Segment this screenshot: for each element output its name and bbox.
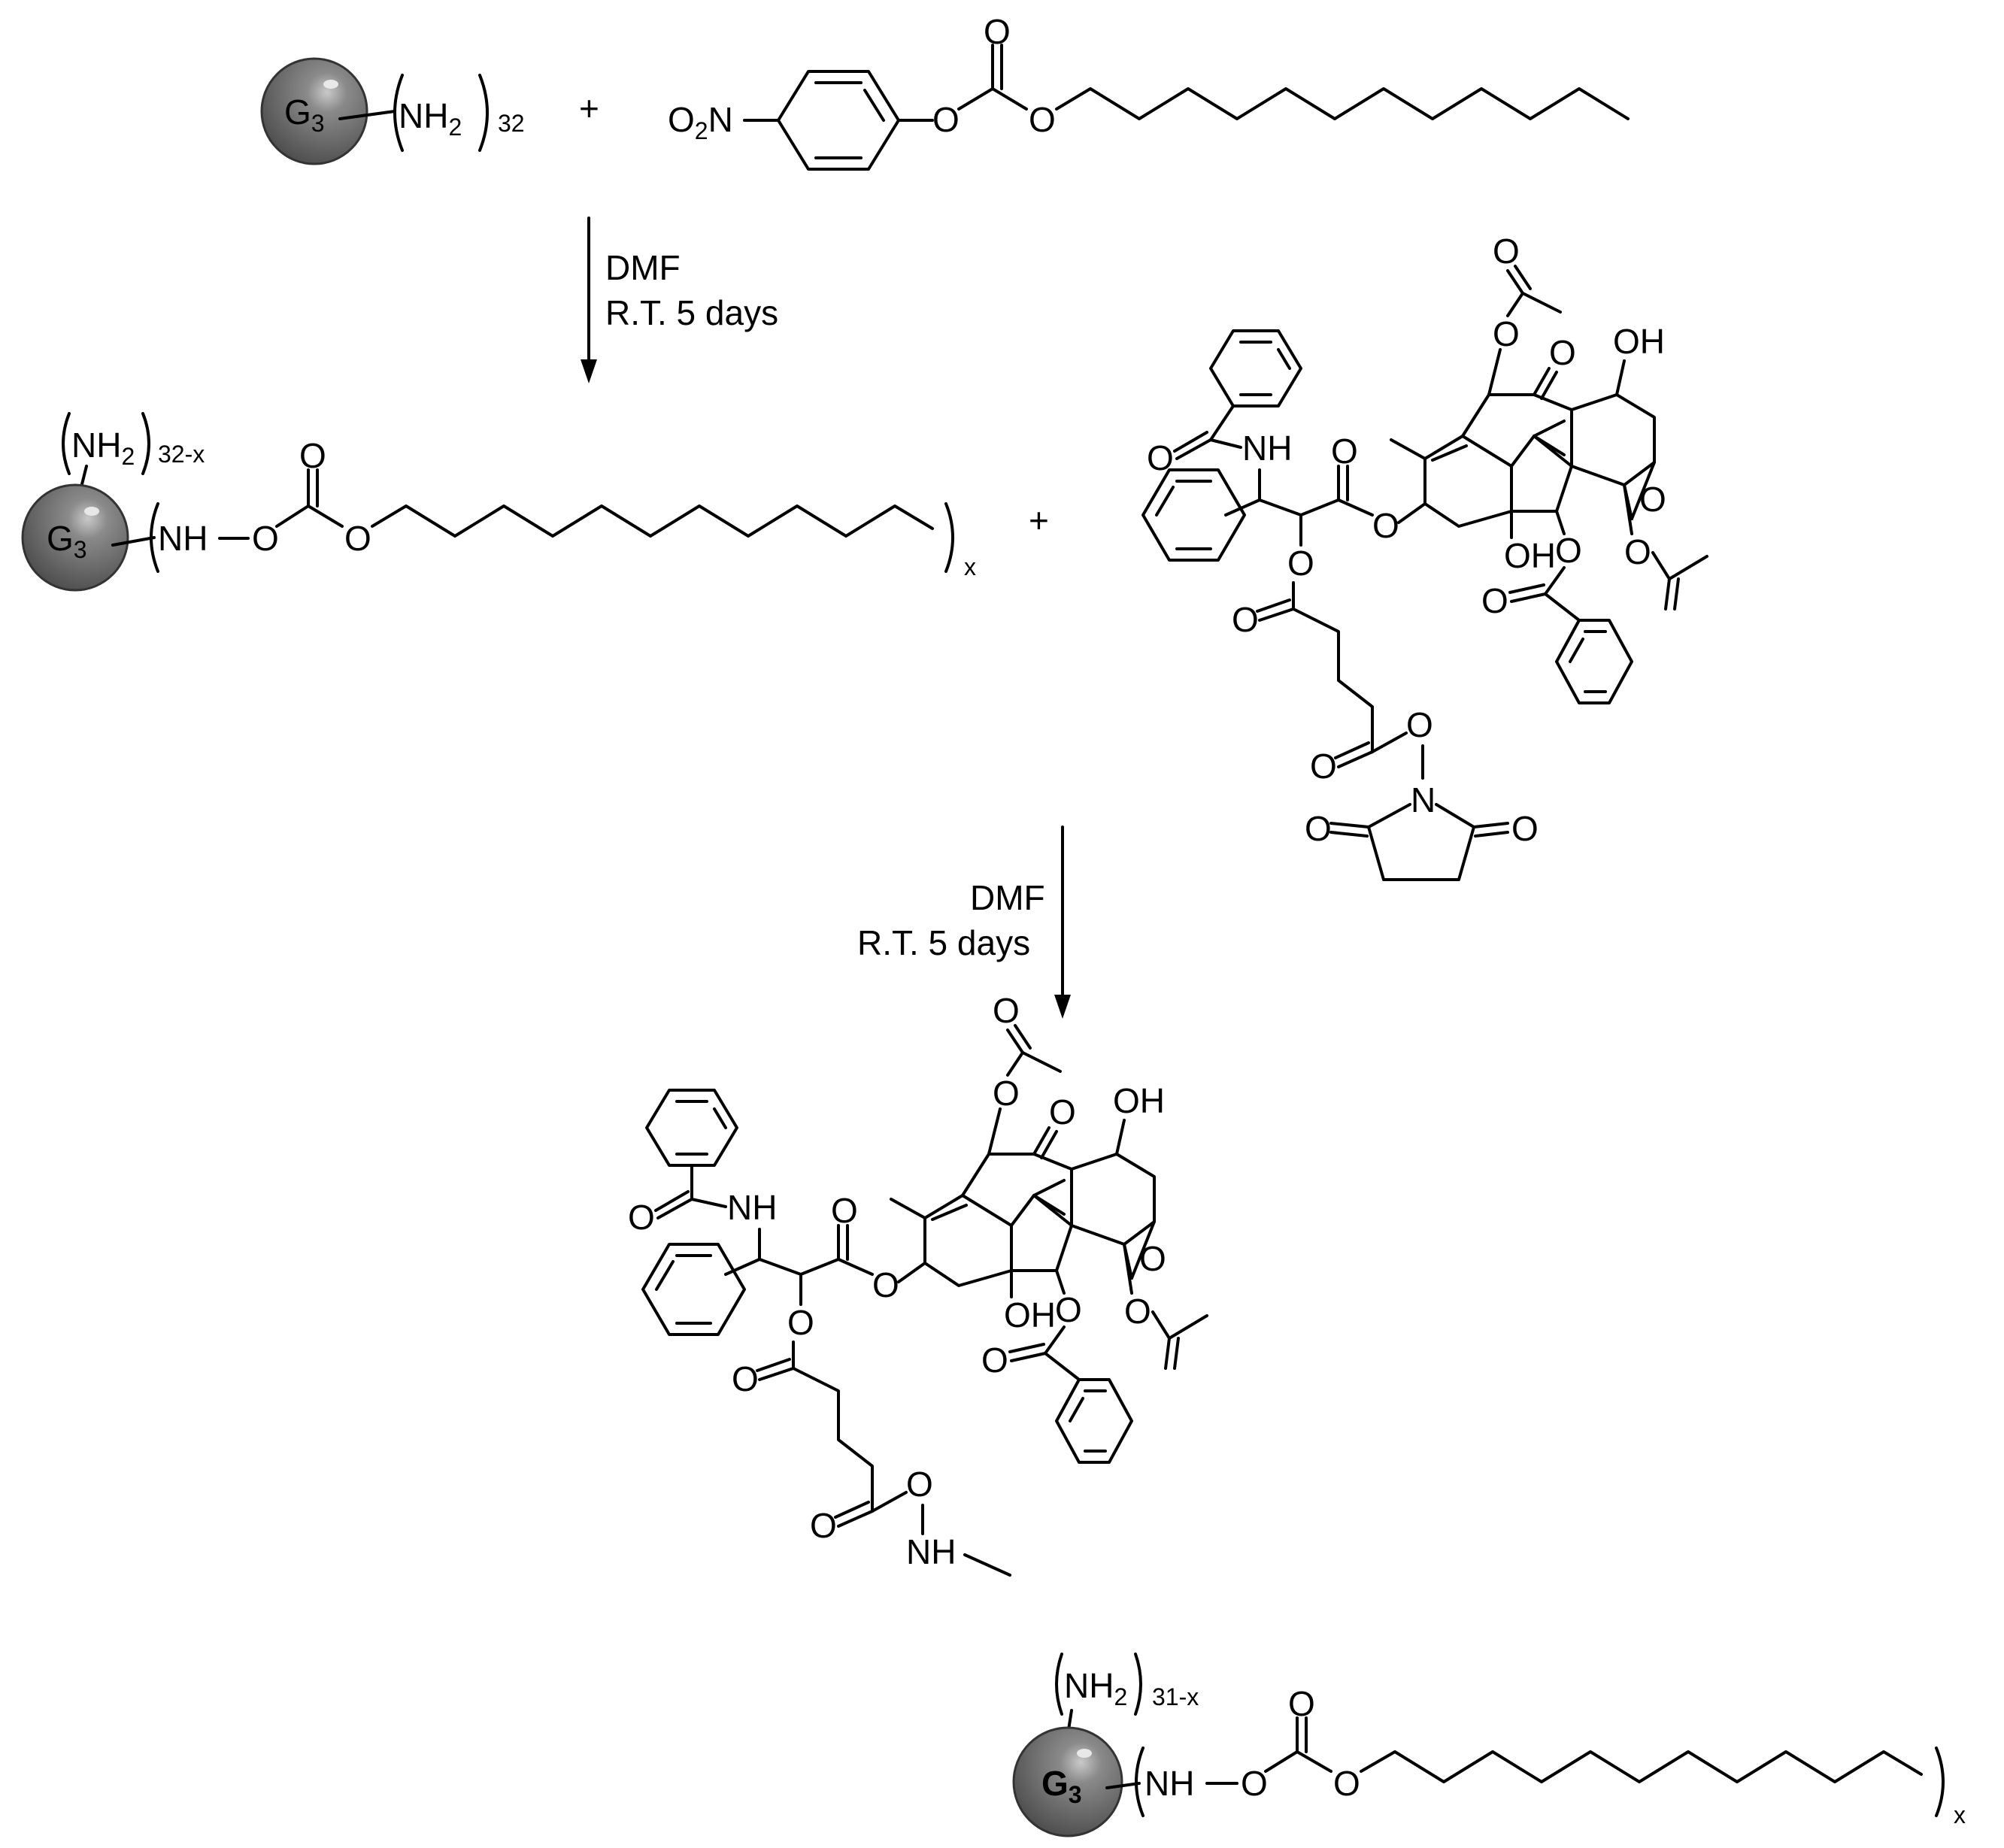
product-linker-o: O [906, 1465, 933, 1504]
dendrimer-sphere-icon [21, 483, 129, 592]
product-free-amine-label: NH2 [1064, 1666, 1127, 1710]
product-linker-carbonyl-o: O [810, 1506, 837, 1545]
product-c1-hydroxyl-label: OH [1004, 1295, 1056, 1334]
product-c9-ketone-o: O [1049, 1092, 1076, 1132]
intermediate-repeat-x: x [964, 553, 976, 580]
oxetane-o: O [1639, 480, 1666, 519]
product-c7-hydroxyl-label: OH [1113, 1081, 1165, 1120]
plus-sign-2: + [1029, 501, 1049, 540]
taxane-a-ring [1423, 435, 1513, 528]
product-side-chain-ester-o: O [787, 1303, 814, 1342]
intermediate-core-label: G3 [47, 519, 87, 563]
product-linker-nh-label: NH [906, 1532, 956, 1571]
product-repeat-x: x [1954, 1801, 1966, 1828]
product-benzoate-phenyl-ring [1055, 1378, 1133, 1464]
product-carbamate-o2: O [1333, 1764, 1360, 1803]
nhs-ester-o: O [1406, 705, 1433, 744]
c2-benzoate-o: O [1555, 531, 1582, 570]
carbamate-o2: O [344, 519, 371, 558]
amine-group-label: NH2 [399, 96, 462, 141]
conditions-label-2: R.T. 5 days [857, 923, 1030, 962]
intermediate-amine-count: 32-x [158, 441, 205, 468]
sphere-highlight-icon [323, 80, 338, 89]
imide-o-left: O [1305, 809, 1332, 848]
product-amide-nh-label: NH [727, 1188, 777, 1227]
dodecyl-chain [1055, 87, 1630, 120]
product-benzoate-carbonyl-o: O [981, 1341, 1008, 1380]
paren-close-right [478, 74, 489, 152]
product-dendrimer-chain: NH2 31-x G3 NH O O O x [1012, 1653, 1966, 1837]
side-chain-carbonyl-o: O [1331, 432, 1358, 471]
glutaryl-carbonyl-o: O [1232, 600, 1259, 639]
imide-n-label: N [1411, 780, 1436, 819]
nitro-label: O2N [668, 100, 733, 144]
reaction-arrow-2: DMF R.T. 5 days [857, 826, 1071, 1019]
solvent-label-1: DMF [605, 248, 681, 287]
intermediate-dodecyl-chain [371, 504, 934, 538]
product-core-label: G3 [1041, 1764, 1082, 1808]
nhs-ester-carbonyl-o: O [1310, 747, 1337, 786]
plus-sign-1: + [579, 89, 599, 128]
side-chain-ester-o: O [1287, 544, 1314, 583]
c13-oxygen: O [1372, 506, 1399, 545]
carbamate-nh-label: NH [158, 519, 208, 558]
c10-acetate-o: O [1493, 314, 1520, 353]
product-oxetane-o: O [1139, 1239, 1166, 1278]
product-phenyl-ring-side-chain [641, 1243, 746, 1336]
phenyl-ring-side-chain [1141, 468, 1246, 562]
c7-hydroxyl-label: OH [1613, 322, 1665, 361]
c1-hydroxyl-label: OH [1504, 536, 1556, 575]
nitrophenyl-dodecyl-carbonate: O2N O O O [668, 12, 1630, 171]
acetate-carbonyl-o: O [1493, 232, 1520, 271]
paclitaxel-dendrimer-conjugate: O NH O O O O O O NH [628, 991, 1208, 1577]
benzamide-phenyl-ring [645, 1089, 738, 1167]
product-free-amine-count: 31-x [1152, 1683, 1199, 1710]
amide-nh-label: NH [1242, 429, 1292, 468]
product-c13-oxygen: O [872, 1265, 899, 1304]
benzoate-carbonyl-o: O [1481, 581, 1508, 620]
paren-open-left [393, 74, 404, 152]
sphere-highlight-icon [84, 507, 99, 516]
carbamate-carbonyl: O [299, 436, 326, 475]
product-c10-acetate-o: O [993, 1074, 1020, 1113]
benzoate-phenyl-ring [1555, 619, 1633, 704]
product-acetate-carbonyl-o: O [993, 991, 1020, 1030]
carbamate-o1: O [252, 519, 279, 558]
c9-ketone-o: O [1549, 333, 1576, 372]
dendrimer-sphere-icon [260, 57, 368, 165]
sphere-highlight-icon [1077, 1749, 1092, 1758]
product-benzamide-o: O [628, 1198, 655, 1237]
imide-o-right: O [1511, 809, 1539, 848]
dendrimer-intermediate: NH2 32-x G3 NH O O O x [21, 412, 976, 592]
paclitaxel-nhs-ester: O NH O O O O O O N O [1141, 232, 1708, 881]
solvent-label-2: DMF [970, 878, 1045, 917]
product-carbamate-o1: O [1241, 1764, 1268, 1803]
product-glutaryl-carbonyl-o: O [732, 1359, 759, 1398]
product-taxane-a-ring [923, 1194, 1013, 1287]
product-side-chain-carbonyl-o: O [831, 1191, 858, 1230]
product-carbamate-carbonyl: O [1288, 1684, 1315, 1723]
c4-acetate-o: O [1624, 532, 1651, 571]
intermediate-amine-label: NH2 [71, 426, 135, 470]
product-c4-acetate-o: O [1124, 1292, 1151, 1331]
carbonyl-oxygen: O [984, 12, 1011, 51]
g3-dendrimer-reactant: G3 NH2 32 [260, 57, 525, 165]
aryl-oxygen: O [932, 100, 960, 139]
product-c2-benzoate-o: O [1055, 1290, 1082, 1329]
core-label: G3 [284, 92, 325, 137]
ester-oxygen: O [1029, 100, 1056, 139]
conditions-label-1: R.T. 5 days [605, 293, 778, 332]
product-carbamate-nh-label: NH [1144, 1764, 1194, 1803]
amine-count: 32 [498, 110, 525, 137]
product-dodecyl-chain [1360, 1750, 1923, 1783]
reaction-arrow-1: DMF R.T. 5 days [581, 217, 778, 383]
dendrimer-sphere-icon [1012, 1726, 1123, 1837]
